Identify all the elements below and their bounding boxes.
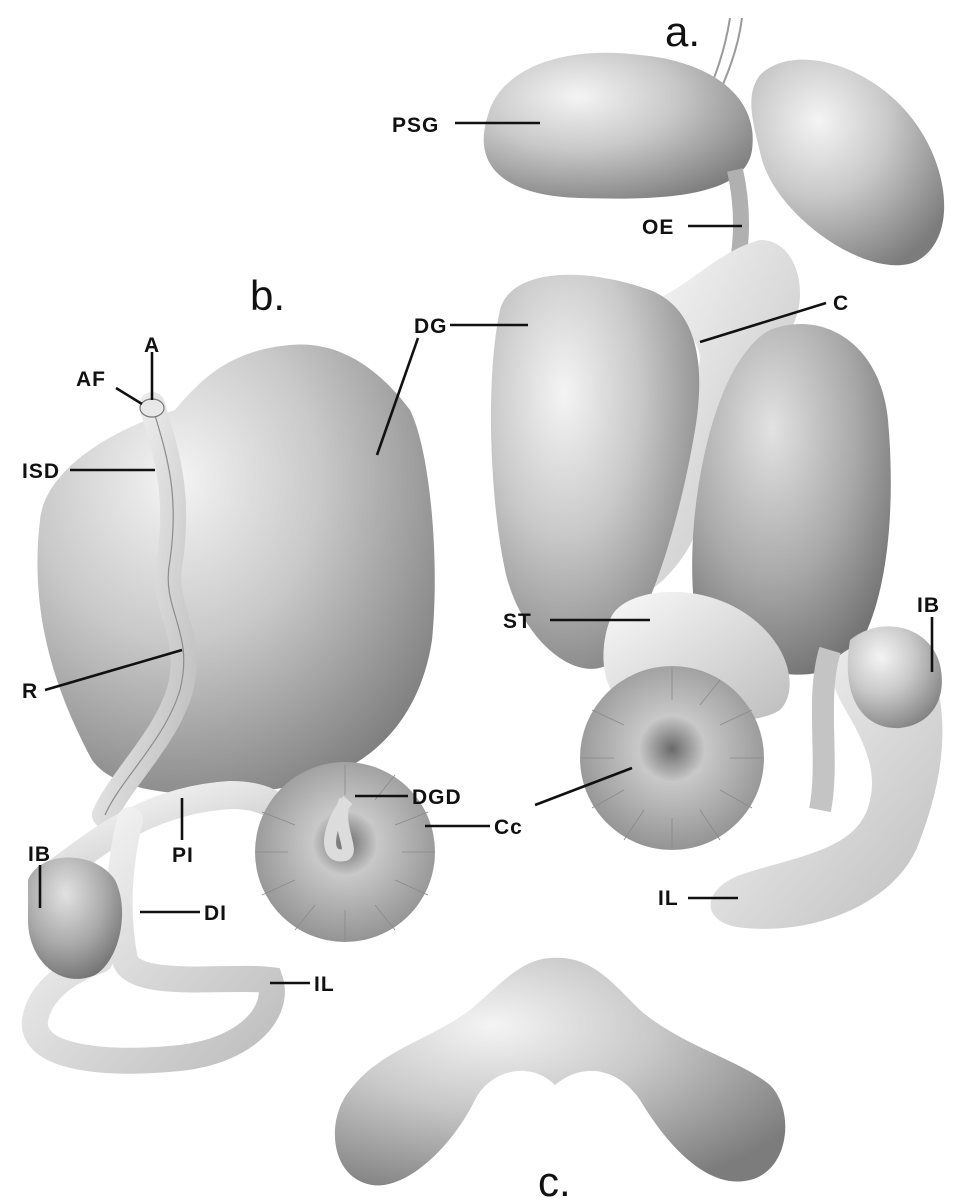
posterior-salivary-gland-left [484, 53, 753, 199]
intestinal-bulb-b [28, 858, 122, 979]
digestive-gland-b [37, 344, 434, 794]
label-a: A [144, 334, 160, 357]
label-il-b: IL [314, 973, 335, 996]
label-ib-b: IB [28, 843, 51, 866]
leader-af [116, 388, 142, 404]
label-dgd: DGD [412, 786, 462, 809]
label-oe: OE [642, 216, 674, 239]
panel-label-a: a. [665, 8, 700, 55]
label-cc: Cc [494, 816, 523, 839]
label-r: R [22, 680, 38, 703]
label-psg: PSG [392, 114, 439, 137]
posterior-salivary-gland-right [751, 60, 944, 266]
label-c: C [833, 292, 849, 315]
intestine-a [820, 650, 830, 810]
label-af: AF [76, 368, 106, 391]
label-st: ST [503, 610, 532, 633]
label-dg: DG [414, 315, 448, 338]
label-pi: PI [172, 844, 194, 867]
anal-flap [140, 399, 164, 417]
label-il-a: IL [658, 887, 679, 910]
panel-a [484, 18, 944, 929]
label-di: DI [204, 902, 227, 925]
label-isd: ISD [22, 460, 60, 483]
panel-c [335, 958, 785, 1186]
panel-label-c: c. [538, 1158, 571, 1202]
panel-b [28, 344, 435, 1060]
panel-label-b: b. [250, 272, 285, 319]
organ-c [335, 958, 785, 1186]
label-ib-a: IB [917, 594, 940, 617]
